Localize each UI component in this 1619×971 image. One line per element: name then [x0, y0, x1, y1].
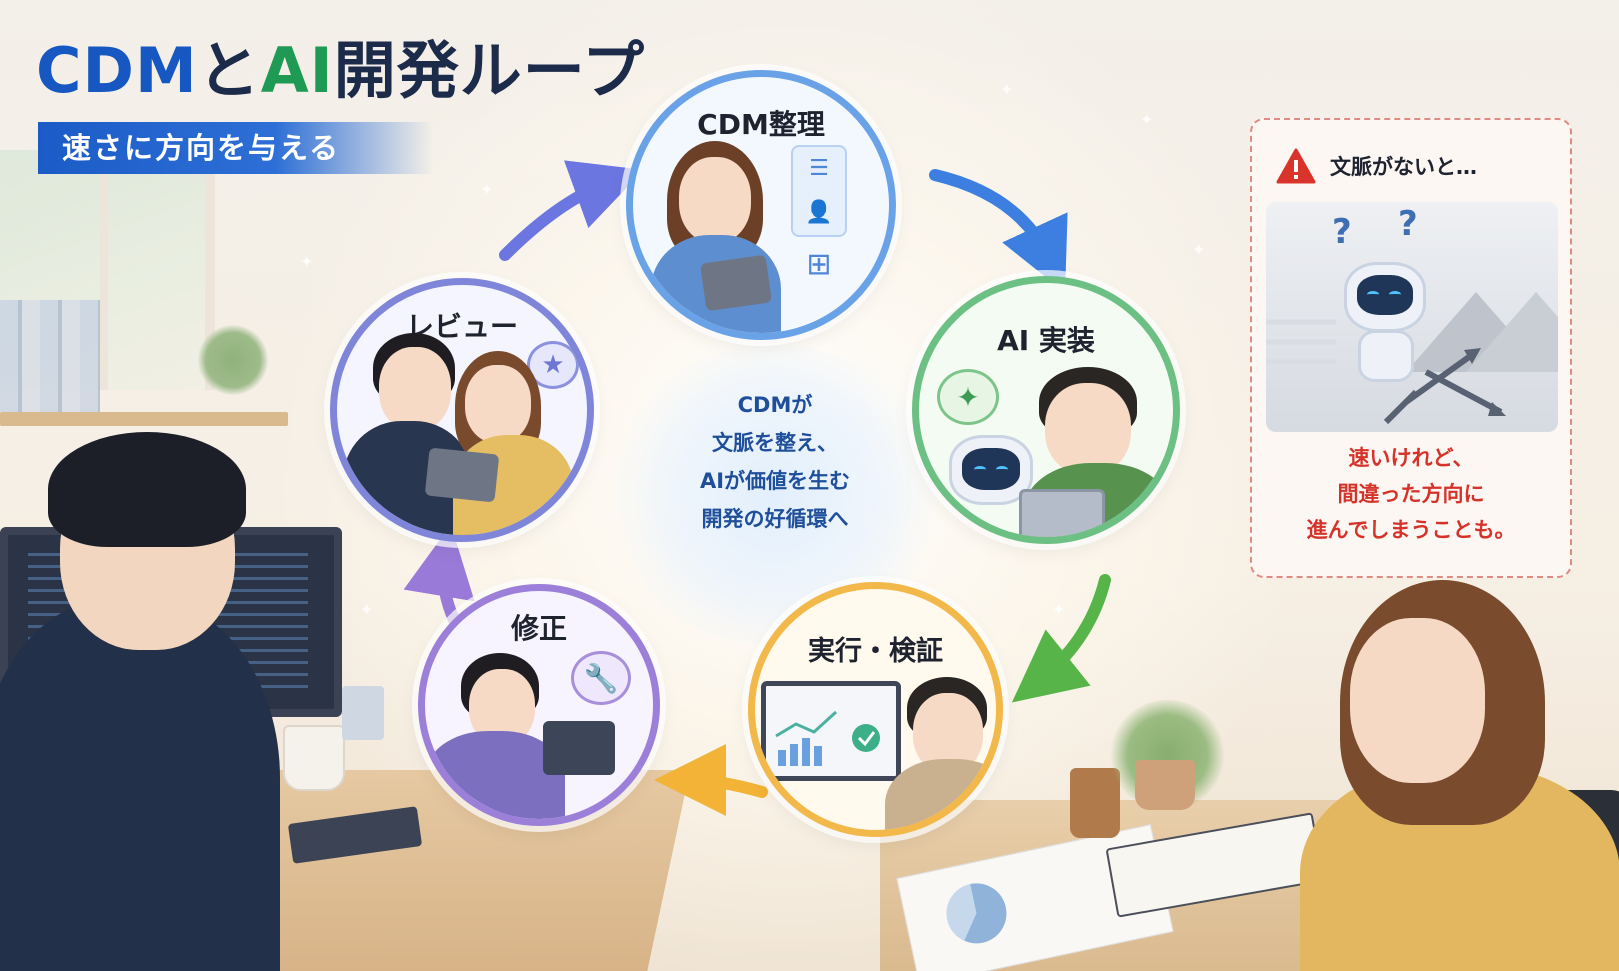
sparkle-icon: ✦: [1000, 80, 1014, 99]
mug: [283, 725, 345, 791]
tablet: [699, 254, 773, 312]
cycle-center-text: CDMが 文脈を整え、 AIが価値を生む 開発の好循環へ: [625, 386, 925, 538]
node-label-exec: 実行・検証: [808, 636, 943, 667]
person-left-hair: [48, 432, 246, 547]
star-icon: ★: [527, 341, 579, 389]
robot-eye: [996, 466, 1008, 473]
org-chart-icon: ⊞: [806, 247, 832, 282]
background-books: [0, 300, 100, 412]
warning-message: 速いけれど、 間違った方向に 進んでしまうことも。: [1252, 440, 1570, 548]
robot-screen: [1357, 275, 1413, 315]
node-label-review: レビュー: [405, 310, 518, 343]
mountain: [1466, 292, 1558, 372]
title-to: と: [197, 34, 261, 107]
warning-card: 文脈がないと… ? ? 速い: [1250, 118, 1572, 578]
cycle-node-cdm: CDM整理 ☰👤 ⊞: [626, 70, 896, 340]
pen-holder: [342, 686, 384, 740]
sparkle-icon: ✦: [300, 252, 314, 271]
robot-icon: [1344, 262, 1426, 332]
scattered-arrows: [1266, 319, 1506, 425]
laptop: [1019, 489, 1105, 537]
center-line-3: AIが価値を生む: [699, 469, 851, 493]
cycle-node-ai: AI 実装 ✦: [912, 276, 1180, 544]
page-title: CDMとAI開発ループ: [36, 34, 645, 108]
person-shirt: [885, 759, 996, 830]
center-line-1: CDMが: [737, 393, 813, 417]
coffee-cup: [1070, 768, 1120, 838]
subtitle-banner: 速さに方向を与える: [38, 122, 433, 174]
title-cdm: CDM: [36, 34, 198, 107]
cycle-node-fix: 修正 🔧: [418, 584, 660, 826]
robot-eye: [1367, 291, 1379, 298]
person-right-face: [1350, 618, 1485, 783]
person-shirt: [425, 731, 565, 819]
node-label-ai: AI 実装: [997, 324, 1095, 357]
wrench-icon: 🔧: [571, 651, 631, 705]
node-label-cdm: CDM整理: [697, 108, 825, 141]
warning-line-2: 間違った方向に: [1337, 482, 1485, 506]
person-face: [1045, 383, 1131, 475]
question-mark: ?: [1398, 204, 1418, 244]
title-ai: AI: [260, 34, 334, 107]
warning-line-1: 速いけれど、: [1348, 446, 1474, 470]
robot-screen: [962, 448, 1020, 490]
sparkle-icon: ✦: [480, 180, 494, 199]
tablet: [424, 447, 500, 503]
background-plant-left: [198, 325, 268, 395]
question-mark: ?: [1332, 212, 1352, 252]
sparkle-icon: ✦: [937, 369, 999, 425]
sparkle-icon: ✦: [1052, 600, 1066, 619]
plant-pot-right: [1135, 760, 1195, 810]
laptop: [543, 721, 615, 775]
person-face: [465, 365, 531, 443]
node-label-fix: 修正: [510, 612, 567, 645]
center-line-4: 開発の好循環へ: [701, 507, 849, 531]
sparkle-icon: ✦: [1140, 110, 1154, 129]
robot-eye: [974, 466, 986, 473]
robot-body: [1358, 330, 1414, 382]
person-face: [679, 157, 751, 243]
chart-icon: [775, 710, 880, 766]
cycle-node-review: レビュー ★: [330, 278, 594, 542]
warning-header: 文脈がないと…: [1276, 144, 1477, 188]
person-left-body: [0, 598, 280, 971]
cycle-node-exec: 実行・検証: [748, 582, 1003, 837]
sparkle-icon: ✦: [360, 600, 374, 619]
monitor: [761, 681, 901, 781]
warning-title: 文脈がないと…: [1330, 155, 1477, 179]
center-line-2: 文脈を整え、: [712, 431, 838, 455]
robot-eye: [1389, 291, 1401, 298]
warning-triangle-icon: [1276, 148, 1316, 184]
title-rest: 開発ループ: [333, 34, 646, 107]
list-card-icon: ☰👤: [791, 145, 847, 237]
background-shelf: [0, 412, 288, 426]
person-face: [379, 347, 451, 431]
sparkle-icon: ✦: [1192, 240, 1206, 259]
warning-line-3: 進んでしまうことも。: [1306, 518, 1516, 542]
warning-illustration: ? ?: [1266, 202, 1558, 432]
